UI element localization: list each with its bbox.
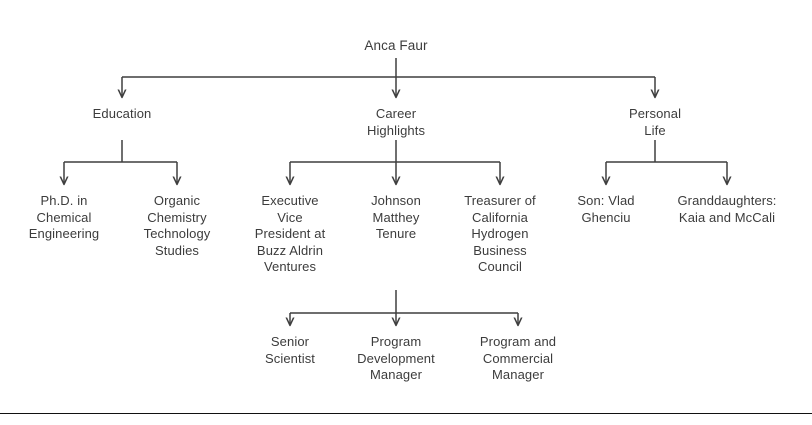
node-personal-life[interactable]: Personal Life (628, 106, 682, 138)
node-son-vlad-ghenciu[interactable]: Son: Vlad Ghenciu (577, 193, 635, 225)
node-senior-scientist[interactable]: Senior Scientist (264, 334, 316, 366)
node-organic-chemistry-technology-studies[interactable]: Organic Chemistry Technology Studies (143, 193, 211, 258)
node-granddaughters-kaia-and-mccali[interactable]: Granddaughters: Kaia and McCali (677, 193, 777, 225)
node-program-development-manager[interactable]: Program Development Manager (357, 334, 435, 382)
node-johnson-matthey-tenure[interactable]: Johnson Matthey Tenure (371, 193, 421, 241)
bottom-divider (0, 413, 812, 414)
node-treasurer-california-hydrogen-business-council[interactable]: Treasurer of California Hydrogen Busines… (464, 193, 536, 274)
node-career-highlights[interactable]: Career Highlights (366, 106, 426, 138)
node-education[interactable]: Education (92, 106, 152, 121)
node-phd-chemical-engineering[interactable]: Ph.D. in Chemical Engineering (28, 193, 100, 241)
node-executive-vice-president-buzz-aldrin-ventures[interactable]: Executive Vice President at Buzz Aldrin … (254, 193, 326, 274)
node-root[interactable]: Anca Faur (364, 38, 428, 53)
node-program-and-commercial-manager[interactable]: Program and Commercial Manager (479, 334, 557, 382)
